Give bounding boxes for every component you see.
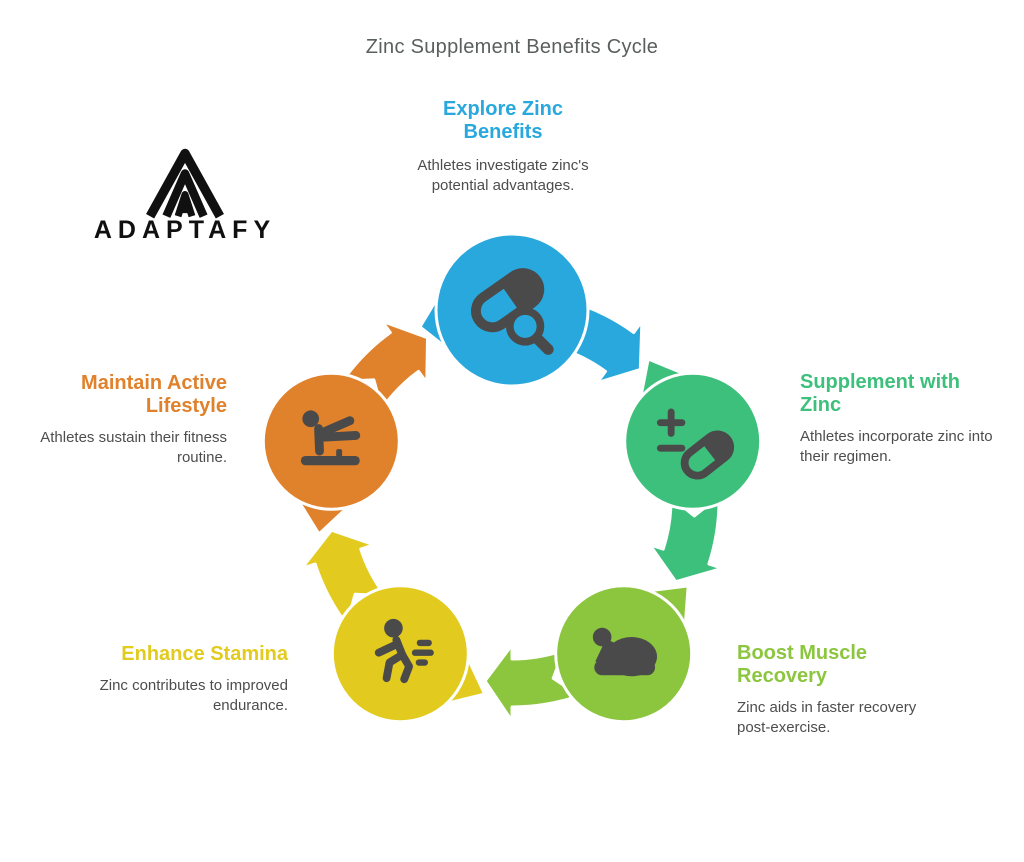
pill-search-icon [471,268,554,355]
stage-supplement-text: Supplement with Zinc Athletes incorporat… [800,371,1000,467]
stage-circle-explore [434,232,590,388]
stage-boost-text: Boost Muscle Recovery Zinc aids in faste… [737,642,927,738]
runner-icon [374,618,434,684]
stage-label: Maintain Active Lifestyle [81,372,227,417]
plus-minus-pill-icon [656,408,735,480]
stage-explore-text: Explore Zinc Benefits Athletes investiga… [398,98,608,196]
page-title: Zinc Supplement Benefits Cycle [365,36,659,58]
stage-enhance-text: Enhance Stamina Zinc contributes to impr… [88,643,288,716]
stage-label: Enhance Stamina [121,643,288,665]
bicep-icon [592,627,658,677]
stage-label: Explore Zinc Benefits [442,98,564,143]
stage-description: Athletes sustain their fitness routine. [40,429,227,466]
stage-description: Zinc contributes to improved endurance. [99,677,288,714]
brand-logo-mark [146,148,224,219]
stage-label: Boost Muscle Recovery [737,642,868,687]
stage-maintain-text: Maintain Active Lifestyle Athletes susta… [32,372,227,468]
stage-description: Athletes investigate zinc's potential ad… [417,157,589,194]
stage-description: Athletes incorporate zinc into their reg… [800,428,993,465]
stage-label: Supplement with Zinc [800,371,960,416]
brand-logo-text: ADAPTAFY [93,216,277,244]
stage-description: Zinc aids in faster recovery post-exerci… [737,699,917,736]
stage-circle-maintain [261,371,401,511]
brand-logo: ADAPTAFY [85,148,285,245]
stage-circle-supplement [623,371,763,511]
workout-bench-icon [300,410,361,466]
